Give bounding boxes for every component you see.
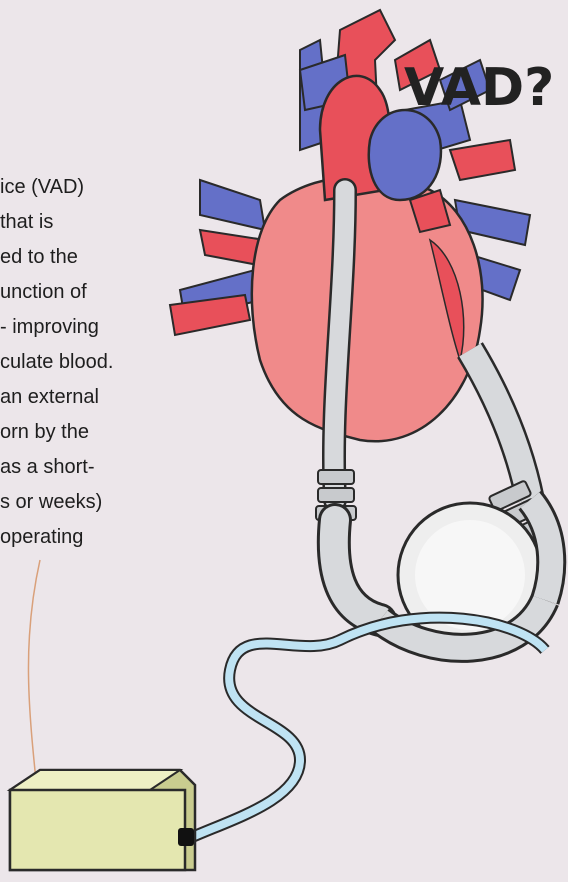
page-title: VAD? <box>404 58 554 118</box>
text-line: operating <box>0 527 83 547</box>
text-line: that is <box>0 212 53 232</box>
text-line: as a short- <box>0 457 94 477</box>
text-line: - improving <box>0 317 99 337</box>
text-line: orn by the <box>0 422 89 442</box>
text-line: s or weeks) <box>0 492 102 512</box>
atrium <box>369 110 441 200</box>
text-line: culate blood. <box>0 352 113 372</box>
text-line: ed to the <box>0 247 78 267</box>
text-line: unction of <box>0 282 87 302</box>
text-line: ice (VAD) <box>0 177 84 197</box>
vessels-left <box>170 180 265 335</box>
controller-box-icon <box>10 770 195 870</box>
text-line: an external <box>0 387 99 407</box>
